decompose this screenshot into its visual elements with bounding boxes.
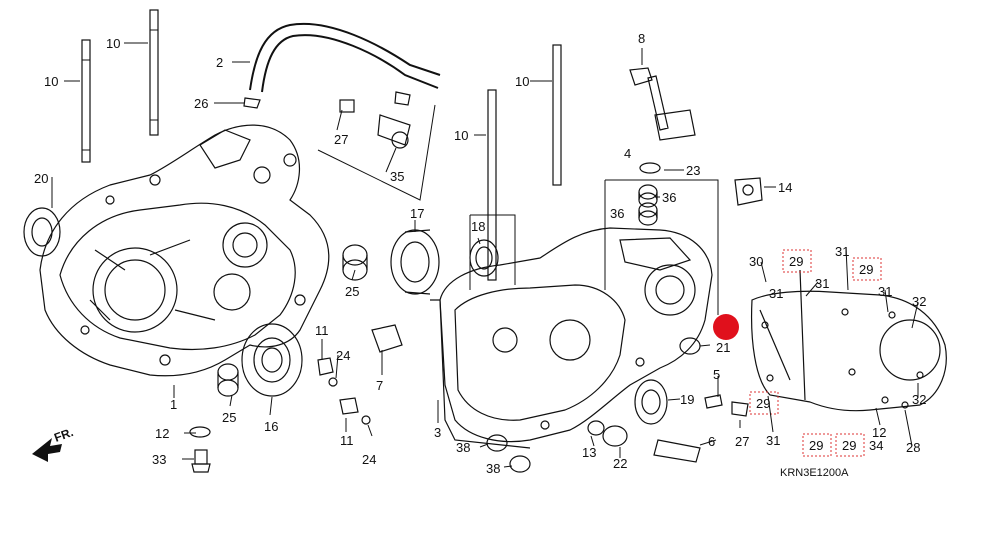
callout-6: 6 <box>708 434 715 449</box>
small-brackets <box>317 324 403 425</box>
callout-29: 29 <box>809 438 823 453</box>
gasket-group-4 <box>469 179 719 315</box>
callout-36: 36 <box>662 190 676 205</box>
callout-29: 29 <box>842 438 856 453</box>
right-crankcase <box>430 227 713 449</box>
leader-lines <box>51 42 919 468</box>
callout-19: 19 <box>680 392 694 407</box>
callout-38: 38 <box>456 440 470 455</box>
stud-bolts <box>81 9 562 281</box>
callout-27: 27 <box>334 132 348 147</box>
callout-31: 31 <box>815 276 829 291</box>
callout-31: 31 <box>835 244 849 259</box>
callout-27: 27 <box>735 434 749 449</box>
callout-10: 10 <box>454 128 468 143</box>
callout-31: 31 <box>769 286 783 301</box>
oil-seal-20 <box>23 207 61 257</box>
callout-7: 7 <box>376 378 383 393</box>
callout-29: 29 <box>859 262 873 277</box>
callout-1: 1 <box>170 397 177 412</box>
callout-10: 10 <box>44 74 58 89</box>
plug-and-washer <box>189 426 211 473</box>
callout-16: 16 <box>264 419 278 434</box>
callout-23: 23 <box>686 163 700 178</box>
callout-12: 12 <box>872 425 886 440</box>
front-arrow-icon <box>32 438 62 462</box>
bearing-16 <box>241 323 303 397</box>
callout-24: 24 <box>336 348 350 363</box>
lever-and-clamp <box>629 67 763 206</box>
callout-5: 5 <box>713 367 720 382</box>
breather-fittings <box>243 91 436 201</box>
callout-18: 18 <box>471 219 485 234</box>
callout-31: 31 <box>878 284 892 299</box>
callout-31: 31 <box>766 433 780 448</box>
front-label: FR. <box>52 425 75 445</box>
callout-24: 24 <box>362 452 376 467</box>
bearings-right <box>469 239 701 473</box>
callout-14: 14 <box>778 180 792 195</box>
collars-23-36 <box>638 162 661 226</box>
callout-2: 2 <box>216 55 223 70</box>
callout-20: 20 <box>34 171 48 186</box>
callout-21: 21 <box>716 340 730 355</box>
highlight-marker <box>713 314 739 340</box>
callout-25: 25 <box>345 284 359 299</box>
callout-32: 32 <box>912 294 926 309</box>
collars-25 <box>217 244 368 397</box>
callout-17: 17 <box>410 206 424 221</box>
callout-10: 10 <box>106 36 120 51</box>
crankcase-gasket-28 <box>751 269 947 412</box>
callout-30: 30 <box>749 254 763 269</box>
callout-3: 3 <box>434 425 441 440</box>
callout-22: 22 <box>613 456 627 471</box>
callout-labels: 10 10 2 26 27 35 20 17 10 10 18 8 4 23 3… <box>34 31 926 479</box>
callout-29: 29 <box>756 396 770 411</box>
callout-12: 12 <box>155 426 169 441</box>
callout-36: 36 <box>610 206 624 221</box>
callout-32: 32 <box>912 392 926 407</box>
callout-13: 13 <box>582 445 596 460</box>
callout-28: 28 <box>906 440 920 455</box>
bearing-17 <box>390 229 440 295</box>
callout-33: 33 <box>152 452 166 467</box>
callout-38: 38 <box>486 461 500 476</box>
plate-and-bolts <box>653 394 749 463</box>
callout-35: 35 <box>390 169 404 184</box>
callout-25: 25 <box>222 410 236 425</box>
callout-29: 29 <box>789 254 803 269</box>
left-crankcase <box>39 124 330 377</box>
callout-11: 11 <box>340 433 354 448</box>
callout-10: 10 <box>515 74 529 89</box>
callout-26: 26 <box>194 96 208 111</box>
callout-34: 34 <box>869 438 883 453</box>
breather-tube <box>249 22 441 93</box>
marked-callout-boxes <box>749 249 882 457</box>
callout-11: 11 <box>315 323 329 338</box>
callout-4: 4 <box>624 146 631 161</box>
diagram-code: KRN3E1200A <box>780 467 849 479</box>
callout-8: 8 <box>638 31 645 46</box>
